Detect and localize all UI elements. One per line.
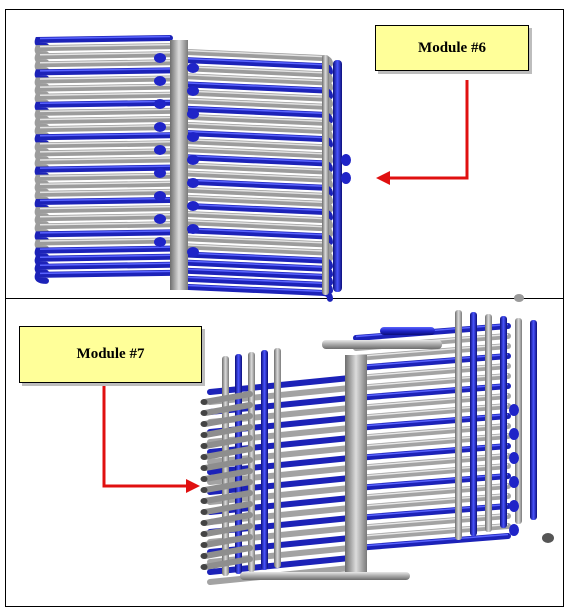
panel-divider — [5, 298, 564, 299]
module-7-render — [200, 294, 554, 585]
module-7-label-text: Module #7 — [76, 346, 145, 362]
module-6-label: Module #6 — [375, 25, 529, 71]
arrow-module-7 — [102, 384, 200, 493]
figure-frame — [5, 9, 564, 607]
module-6-render — [34, 35, 351, 302]
module-7-label: Module #7 — [19, 326, 202, 383]
module-6-label-text: Module #6 — [418, 39, 486, 56]
arrow-module-6 — [376, 80, 469, 185]
